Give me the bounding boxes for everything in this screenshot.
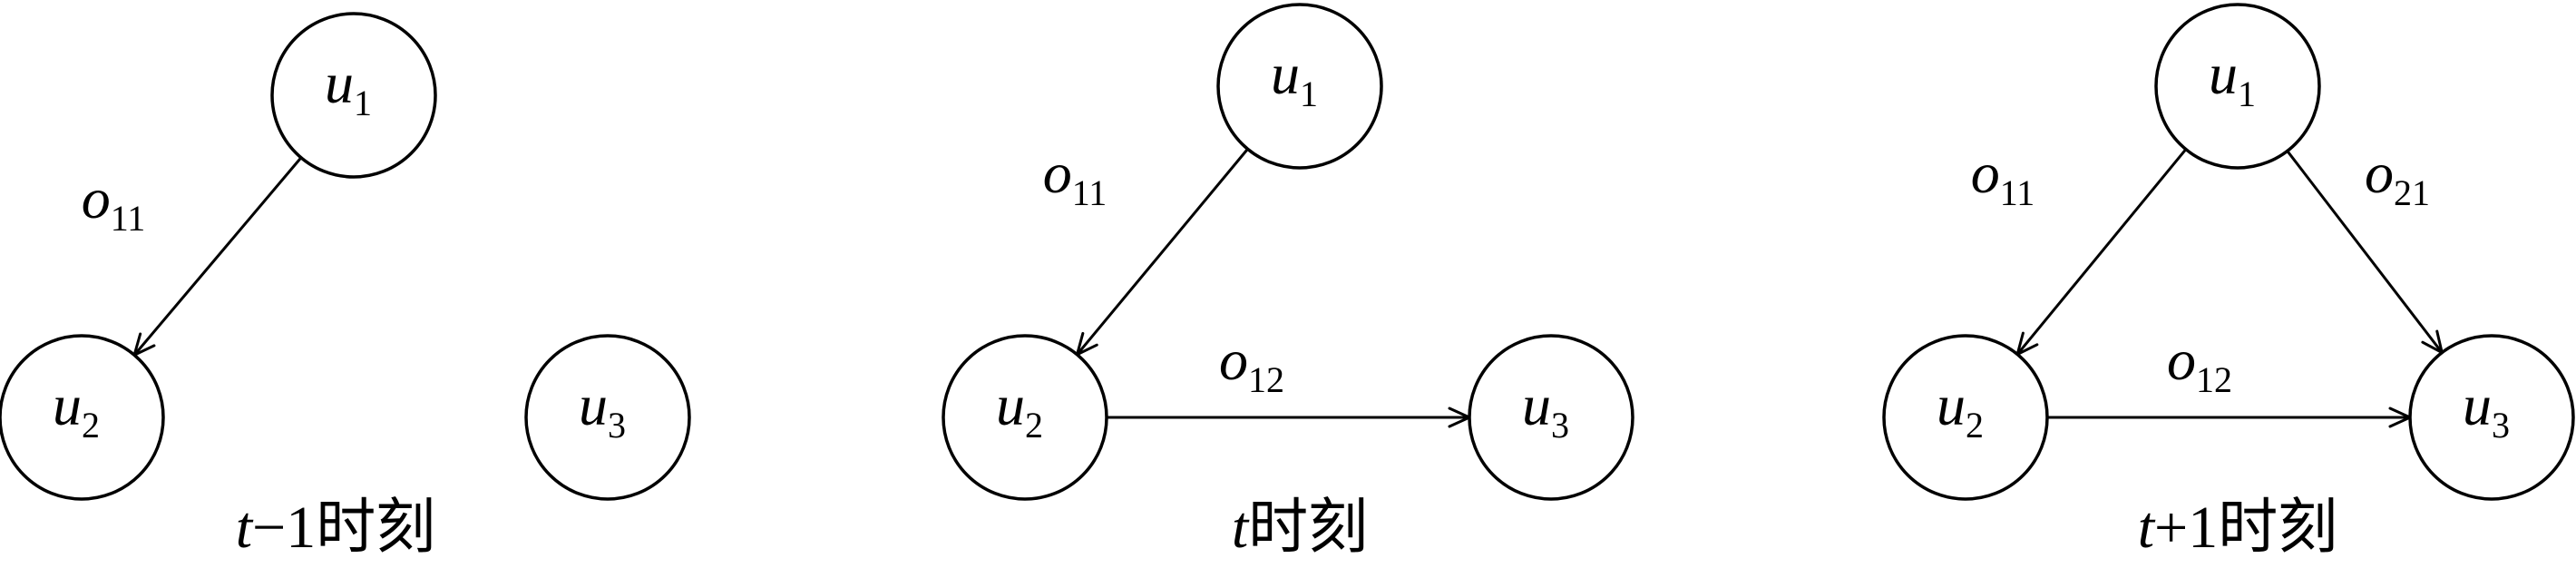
edge-u1-u3 [2286, 150, 2444, 354]
node-u2 [1882, 334, 2049, 501]
edge-label-o11: o11 [82, 166, 146, 239]
node-label-u2: u2 [996, 373, 1043, 446]
edge-label-o21: o21 [2365, 141, 2430, 213]
node-label-u3: u3 [579, 373, 626, 446]
panel-t: o11 o12 u1 u2 u3 t时刻 [942, 3, 1634, 561]
edge-label-o11: o11 [1971, 141, 2035, 213]
panel-caption: t+1时刻 [2138, 495, 2338, 561]
edge-label-o11: o11 [1043, 141, 1107, 213]
node-u1 [2154, 3, 2321, 170]
node-label-u1: u1 [325, 51, 372, 123]
node-label-u3: u3 [2463, 373, 2510, 446]
edge-u1-u2 [1076, 148, 1249, 356]
edge-u1-u2 [132, 156, 303, 357]
panel-caption: t时刻 [1232, 495, 1368, 561]
node-u3 [1468, 334, 1634, 501]
node-u1 [1216, 3, 1383, 170]
edge-label-o12: o12 [2167, 328, 2232, 400]
node-label-u2: u2 [1937, 373, 1984, 446]
node-label-u2: u2 [53, 373, 100, 446]
node-label-u1: u1 [2209, 42, 2256, 114]
panel-t-minus-1: o11 u1 u2 u3 t−1时刻 [0, 12, 691, 561]
edge-u1-u2 [2015, 148, 2188, 356]
node-u2 [942, 334, 1108, 501]
node-label-u1: u1 [1271, 42, 1318, 114]
node-u3 [524, 334, 691, 501]
node-u3 [2408, 334, 2575, 501]
panel-caption: t−1时刻 [236, 495, 436, 561]
node-u2 [0, 334, 165, 501]
node-u1 [270, 12, 437, 179]
panel-t-plus-1: o11 o12 o21 u1 u2 u3 t+1时刻 [1882, 3, 2575, 561]
node-label-u3: u3 [1522, 373, 1569, 446]
edge-label-o12: o12 [1219, 328, 1284, 400]
